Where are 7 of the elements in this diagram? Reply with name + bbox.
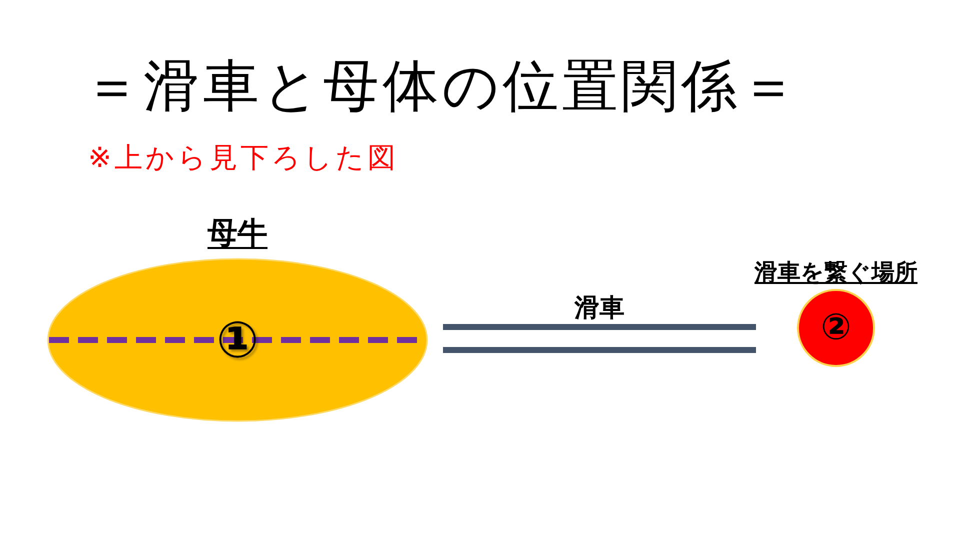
title: ＝滑車と母体の位置関係＝ [84, 59, 800, 115]
circled-number: ② [820, 310, 852, 346]
node-heading: 母牛 [208, 219, 268, 249]
note-text: ※上から見下ろした図 [88, 144, 398, 172]
node-heading: 滑車 [574, 294, 624, 320]
diagram-node [443, 292, 756, 354]
node-heading: 滑車を繋ぐ場所 [754, 262, 918, 284]
